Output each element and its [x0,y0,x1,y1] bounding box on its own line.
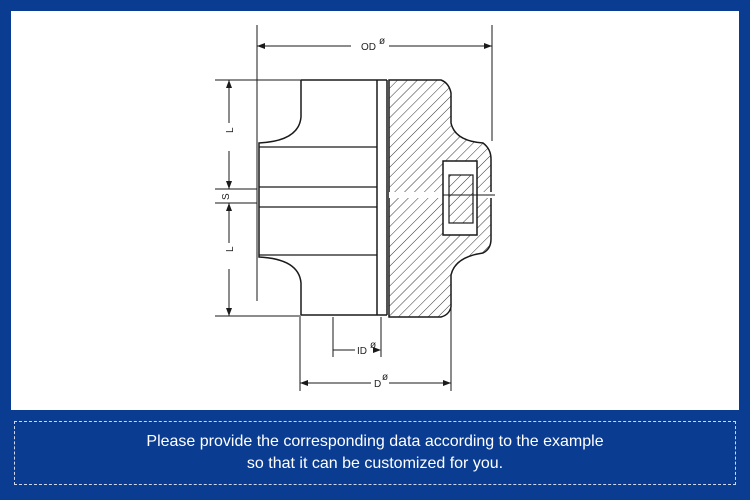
d-arrow-right [443,380,451,386]
caption-line-1: Please provide the corresponding data ac… [146,433,604,450]
od-label: OD [361,42,376,53]
left-hub-outline [258,80,302,315]
l-top-label: L [225,127,236,133]
d-label: D [374,379,381,390]
l-bottom-arrow-down [226,308,232,316]
id-label: ID [357,346,367,357]
d-arrow-left [300,380,308,386]
od-arrow-right [484,43,492,49]
id-phi: ø [370,340,376,351]
key-insert-inner [448,174,474,224]
caption-line-2: so that it can be customized for you. [246,455,504,472]
od-arrow-left [257,43,265,49]
caption-box: Please provide the corresponding data ac… [14,421,736,485]
drawing-panel: OD ø L S L ID ø [11,11,739,410]
s-label: S [221,193,232,200]
l-top-arrow-down [226,181,232,189]
l-top-arrow-up [226,80,232,88]
od-phi: ø [379,36,385,47]
l-bottom-label: L [225,246,236,252]
id-arrow-right [373,347,381,353]
coupling-drawing: OD ø L S L ID ø [215,25,495,391]
l-bottom-arrow-up [226,203,232,211]
d-phi: ø [382,372,388,383]
